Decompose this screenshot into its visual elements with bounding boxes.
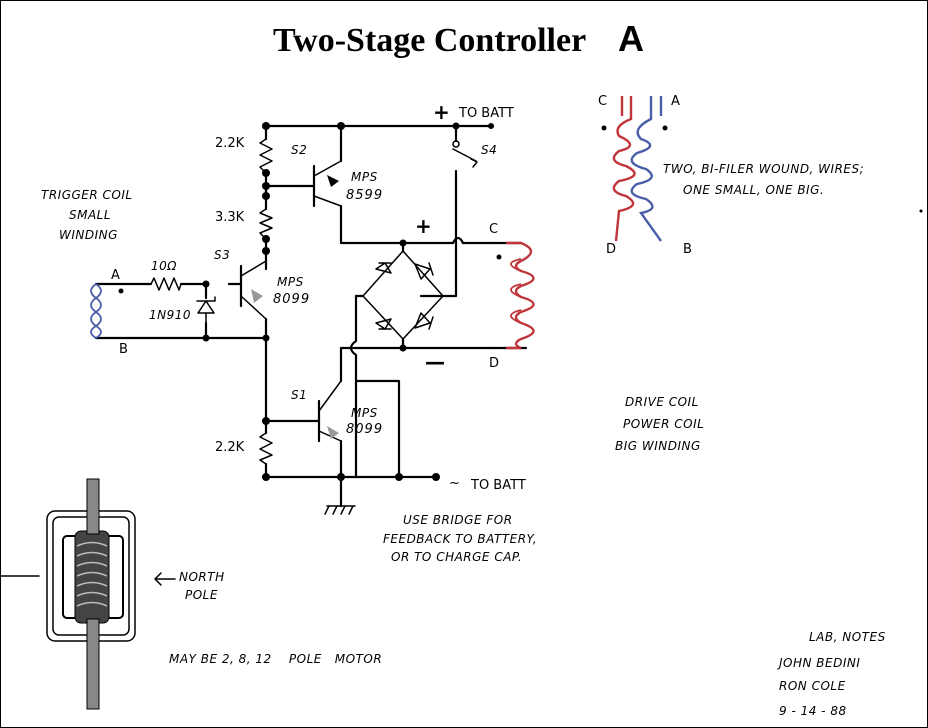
resistor-trigger	[150, 277, 182, 291]
resistor-mid	[259, 208, 273, 240]
bifilar-terminal-c: C	[598, 94, 607, 109]
trigger-coil	[90, 283, 124, 339]
switch-s4-label: S4	[481, 143, 497, 157]
transistor-s2-part: 8599	[346, 188, 383, 203]
transistor-s3-part: 8099	[273, 292, 310, 307]
battery-plus: +	[433, 100, 450, 124]
wire-crossover	[349, 339, 358, 357]
bridge-note-1: USE BRIDGE FOR	[403, 513, 513, 527]
trigger-coil-label-3: WINDING	[59, 228, 118, 242]
signature-line-2: JOHN BEDINI	[777, 656, 860, 670]
transistor-s2-ref: S2	[291, 143, 307, 157]
battery-minus-label: TO BATT	[470, 478, 526, 493]
bifilar-label-2: ONE SMALL, ONE BIG.	[683, 183, 824, 197]
bridge-note-3: OR TO CHARGE CAP.	[391, 550, 522, 564]
transistor-s1-part: 8099	[346, 422, 383, 437]
transistor-s1-ref: S1	[291, 388, 307, 402]
bifilar-terminal-b: B	[683, 242, 692, 257]
diode-1n910	[196, 296, 216, 324]
resistor-mid-label: 3.3K	[215, 210, 245, 225]
diode-label: 1N910	[149, 308, 191, 322]
drive-terminal-c: C	[489, 222, 498, 237]
motor-sketch	[1, 478, 176, 710]
trigger-coil-label-1: TRIGGER COIL	[41, 188, 133, 202]
edge-mark	[919, 209, 923, 213]
resistor-top-label: 2.2K	[215, 136, 245, 151]
signature-line-3: RON COLE	[779, 679, 846, 693]
trigger-coil-label-2: SMALL	[69, 208, 111, 222]
battery-minus-sym: ~	[449, 476, 460, 491]
motor-note: MAY BE 2, 8, 12 POLE MOTOR	[169, 652, 382, 666]
north-pole-label-2: POLE	[185, 588, 218, 602]
drive-coil	[496, 241, 535, 350]
bifilar-coil-diagram	[601, 96, 668, 242]
transistor-s2	[297, 160, 342, 208]
resistor-bottom	[259, 432, 273, 465]
resistor-bottom-label: 2.2K	[215, 440, 245, 455]
bridge-note-2: FEEDBACK TO BATTERY,	[383, 532, 537, 546]
bridge-minus: —	[425, 350, 445, 374]
north-pole-label-1: NORTH	[179, 570, 225, 584]
transistor-s3-ref: S3	[214, 248, 230, 262]
transistor-s3-brand: MPS	[277, 275, 304, 289]
bridge-rectifier	[362, 250, 444, 340]
battery-plus-label: TO BATT	[458, 106, 514, 121]
transistor-s2-brand: MPS	[351, 170, 378, 184]
title-letter: A	[618, 18, 644, 59]
page-title: Two-Stage Controller	[273, 22, 586, 59]
transistor-s1	[304, 380, 342, 443]
transistor-s1-brand: MPS	[351, 406, 378, 420]
bifilar-label-1: TWO, BI-FILER WOUND, WIRES;	[663, 162, 864, 176]
bifilar-terminal-a: A	[671, 94, 680, 109]
transistor-s3	[239, 260, 267, 320]
trigger-terminal-b: B	[119, 342, 128, 357]
trigger-terminal-a: A	[111, 268, 120, 283]
signature-line-4: 9 - 14 - 88	[779, 704, 847, 718]
resistor-trigger-label: 10Ω	[151, 259, 177, 273]
drive-coil-label-3: BIG WINDING	[615, 439, 701, 453]
switch-contact	[452, 140, 460, 148]
drive-coil-label-1: DRIVE COIL	[625, 395, 699, 409]
bifilar-terminal-d: D	[606, 242, 616, 257]
drive-coil-label-2: POWER COIL	[623, 417, 704, 431]
resistor-top	[259, 138, 273, 174]
wire-crossover	[451, 236, 465, 245]
bridge-plus: +	[415, 214, 432, 238]
signature-line-1: LAB, NOTES	[809, 630, 886, 644]
drive-terminal-d: D	[489, 356, 499, 371]
